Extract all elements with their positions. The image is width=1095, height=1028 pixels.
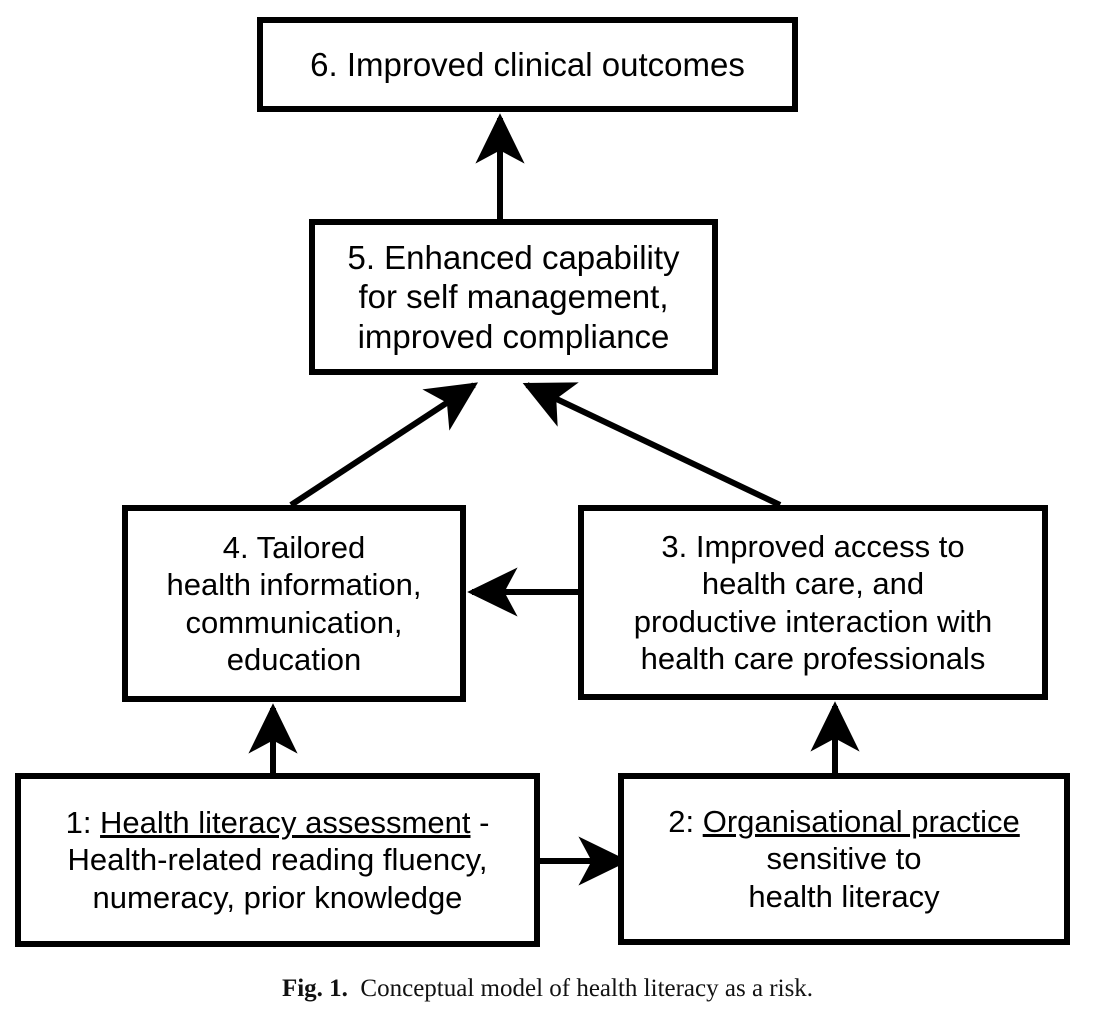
node-box-2-organisational-practice[interactable]: 2: Organisational practice sensitive to …: [618, 773, 1070, 945]
figure-caption-text: Conceptual model of health literacy as a…: [360, 975, 814, 1002]
node-1-label: 1: Health literacy assessment - Health-r…: [21, 804, 534, 916]
edge-3-to-5: [522, 382, 782, 508]
node-6-label: 6. Improved clinical outcomes: [310, 45, 745, 83]
node-box-3-improved-access[interactable]: 3. Improved access to health care, and p…: [578, 505, 1048, 700]
node-1-rest: Health-related reading fluency, numeracy…: [67, 842, 488, 915]
node-2-rest: sensitive to health literacy: [748, 841, 940, 914]
node-1-prefix: 1:: [65, 805, 101, 841]
node-1-underlined-term: Health literacy assessment: [100, 805, 471, 841]
node-1-suffix: -: [470, 805, 490, 841]
node-box-5-enhanced-capability[interactable]: 5. Enhanced capability for self manageme…: [309, 219, 718, 375]
node-3-label: 3. Improved access to health care, and p…: [633, 529, 993, 676]
node-2-prefix: 2:: [668, 804, 703, 840]
node-2-label: 2: Organisational practice sensitive to …: [624, 803, 1064, 915]
figure-caption-tag: Fig. 1.: [281, 975, 348, 1002]
edge-4-to-5: [289, 382, 479, 508]
node-box-1-health-literacy-assessment[interactable]: 1: Health literacy assessment - Health-r…: [15, 773, 540, 947]
node-box-4-tailored-health-information[interactable]: 4. Tailored health information, communic…: [122, 505, 466, 702]
node-2-underlined-term: Organisational practice: [702, 804, 1020, 840]
node-4-label: 4. Tailored health information, communic…: [166, 530, 422, 677]
node-5-label: 5. Enhanced capability for self manageme…: [347, 238, 680, 355]
figure-caption: Fig. 1. Conceptual model of health liter…: [0, 975, 1095, 1003]
node-box-6-improved-clinical-outcomes[interactable]: 6. Improved clinical outcomes: [257, 17, 798, 112]
